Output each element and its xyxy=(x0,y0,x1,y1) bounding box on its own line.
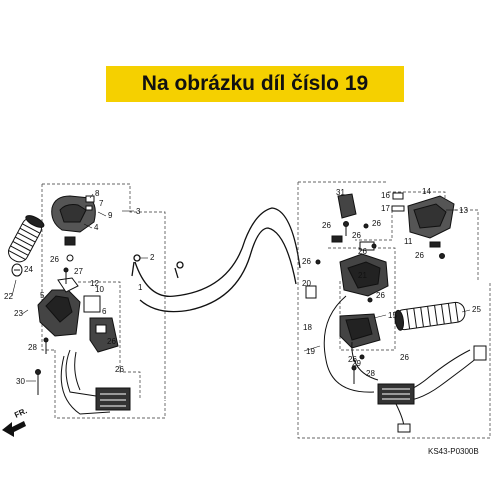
callout-4: 4 xyxy=(94,223,99,232)
callout-labels: 1 2 3 4 5 6 7 8 9 10 11 12 13 14 15 16 1… xyxy=(4,187,481,386)
callout-30: 30 xyxy=(16,377,25,386)
diagram-code: KS43-P0300B xyxy=(428,447,479,456)
callout-6: 6 xyxy=(102,307,107,316)
callout-9: 9 xyxy=(108,211,113,220)
callout-26h: 26 xyxy=(358,247,367,256)
callout-26b: 26 xyxy=(107,337,116,346)
callout-18: 18 xyxy=(303,323,312,332)
right-switch-housing xyxy=(305,193,389,349)
throttle-cables xyxy=(131,207,301,313)
callout-7: 7 xyxy=(99,199,104,208)
callout-17: 17 xyxy=(381,204,390,213)
left-bolts xyxy=(35,254,74,395)
callout-26j: 26 xyxy=(348,355,357,364)
callout-21: 21 xyxy=(358,271,367,280)
callout-31: 31 xyxy=(336,188,345,197)
callout-19: 19 xyxy=(306,347,315,356)
callout-1: 1 xyxy=(138,283,143,292)
right-lever-cover xyxy=(391,192,455,248)
callout-13: 13 xyxy=(459,206,468,215)
leader-lines xyxy=(11,193,471,382)
callout-8: 8 xyxy=(95,189,100,198)
callout-11: 11 xyxy=(404,237,413,246)
callout-29: 29 xyxy=(352,359,361,368)
right-grip xyxy=(394,301,466,331)
callout-26e: 26 xyxy=(372,219,381,228)
callout-3: 3 xyxy=(136,207,141,216)
callout-26a: 26 xyxy=(50,255,59,264)
callout-26k: 26 xyxy=(400,353,409,362)
callout-27: 27 xyxy=(74,267,83,276)
callout-5: 5 xyxy=(40,291,45,300)
left-switch-housing xyxy=(37,277,119,353)
callout-26d: 26 xyxy=(322,221,331,230)
front-arrow-icon xyxy=(2,421,26,437)
callout-20: 20 xyxy=(302,279,311,288)
callout-26f: 26 xyxy=(302,257,311,266)
left-group-frame xyxy=(41,183,166,419)
left-throttle-grip xyxy=(7,215,45,277)
right-bolts xyxy=(315,221,445,384)
callout-26l: 26 xyxy=(415,251,424,260)
callout-22: 22 xyxy=(4,292,13,301)
left-connectors xyxy=(60,349,131,415)
right-wiring-harness xyxy=(323,295,487,433)
callout-14: 14 xyxy=(422,187,431,196)
callout-26c: 26 xyxy=(115,365,124,374)
title-banner: Na obrázku díl číslo 19 xyxy=(106,66,404,102)
callout-26g: 26 xyxy=(352,231,361,240)
callout-12: 12 xyxy=(90,279,99,288)
callout-26i: 26 xyxy=(376,291,385,300)
banner-text: Na obrázku díl číslo 19 xyxy=(141,72,369,95)
throttle-housing xyxy=(51,195,96,246)
callout-25: 25 xyxy=(472,305,481,314)
callout-15: 15 xyxy=(388,311,397,320)
callout-16: 16 xyxy=(381,191,390,200)
callout-10: 10 xyxy=(95,285,104,294)
callout-23: 23 xyxy=(14,309,23,318)
callout-28a: 28 xyxy=(28,343,37,352)
callout-24: 24 xyxy=(24,265,33,274)
callout-2: 2 xyxy=(150,253,155,262)
callout-28b: 28 xyxy=(366,369,375,378)
front-label: FR. xyxy=(13,406,28,420)
